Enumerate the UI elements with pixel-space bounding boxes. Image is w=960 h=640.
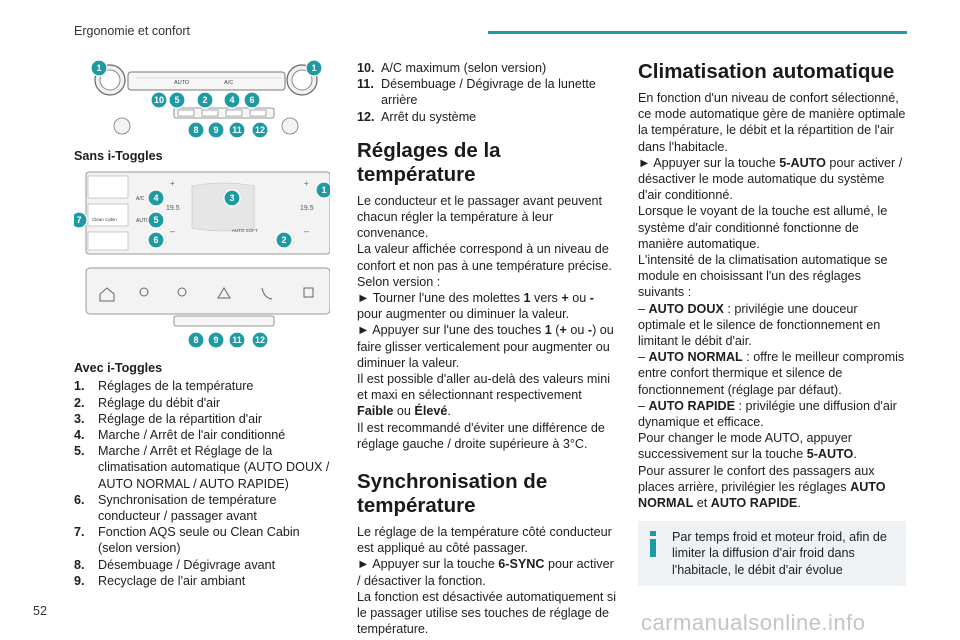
screen-temp-left: 19.5: [166, 205, 180, 212]
info-box: Par temps froid et moteur froid, afin de…: [638, 521, 906, 586]
home-icon: [99, 287, 115, 302]
screen-label-ac: A/C: [136, 196, 145, 202]
toggle-marker-12: 12: [255, 335, 265, 345]
paragraph: La fonction est désactivée automatiqueme…: [357, 589, 617, 637]
heading-synchronisation: Synchronisation de température: [357, 470, 548, 518]
legend-item: 10.A/C maximum (selon version): [357, 61, 547, 75]
toggle-marker-9: 9: [213, 335, 218, 345]
paragraph: La valeur affichée correspond à un nivea…: [357, 242, 612, 273]
screen-marker-2: 2: [281, 235, 286, 245]
phone-icon: [261, 288, 273, 300]
screen-label-auto-soft: AUTO SOFT: [232, 228, 258, 233]
figure-touchscreen: A/C AUTO Clean Cabin 19.5 19.5 AUTO SOFT…: [74, 171, 330, 255]
paragraph: Il est recommandé d'éviter une différenc…: [357, 420, 605, 451]
screen-marker-5: 5: [153, 215, 158, 225]
column-middle: 10.A/C maximum (selon version) 11.Désemb…: [357, 60, 617, 637]
marker-2: 2: [202, 95, 207, 105]
marker-6: 6: [249, 95, 254, 105]
screen-label-clean-cabin: Clean Cabin: [92, 217, 117, 222]
marker-4: 4: [229, 95, 234, 105]
legend-item: 11.Désembuage / Dégivrage de la lunette …: [357, 77, 596, 108]
legend-item: 5.Marche / Arrêt et Réglage de la climat…: [74, 444, 330, 491]
paragraph: ► Tourner l'une des molettes 1 vers + ou…: [357, 291, 594, 322]
legend-list-left: 1.Réglages de la température 2.Réglage d…: [74, 378, 330, 589]
navigation-icon: [217, 287, 231, 299]
heading-temperature: Réglages de la température: [357, 138, 501, 186]
toggle-marker-11: 11: [232, 335, 242, 345]
screen-marker-1: 1: [321, 185, 326, 195]
paragraph: Pour assurer le confort des passagers au…: [638, 463, 886, 511]
marker-10: 10: [154, 95, 164, 105]
legend-item: 7.Fonction AQS seule ou Clean Cabin (sel…: [74, 525, 300, 556]
paragraph: En fonction d'un niveau de confort sélec…: [638, 91, 906, 154]
apps-icon: [303, 287, 314, 298]
paragraph: Selon version :: [357, 274, 441, 289]
svg-text:+: +: [170, 179, 175, 188]
music-icon: [139, 287, 149, 297]
marker-1-right: 1: [311, 63, 316, 73]
caption-avec-itoggles: Avec i-Toggles: [74, 361, 163, 376]
toggle-marker-8: 8: [193, 335, 198, 345]
screen-marker-7: 7: [76, 215, 81, 225]
paragraph: – AUTO DOUX : privilégie une douceur opt…: [638, 301, 881, 349]
screen-marker-3: 3: [229, 193, 234, 203]
screen-marker-6: 6: [153, 235, 158, 245]
paragraph: – AUTO NORMAL : offre le meilleur compro…: [638, 350, 905, 397]
marker-11: 11: [232, 125, 242, 135]
legend-list-middle: 10.A/C maximum (selon version) 11.Désemb…: [357, 60, 617, 125]
header-accent-bar: [488, 31, 907, 34]
header-section-title: Ergonomie et confort: [74, 24, 191, 38]
paragraph: ► Appuyer sur la touche 5-AUTO pour acti…: [638, 155, 903, 203]
panel-label-ac: A/C: [224, 80, 233, 86]
paragraph: Lorsque le voyant de la touche est allum…: [638, 204, 888, 251]
legend-item: 12.Arrêt du système: [357, 109, 477, 124]
legend-item: 3.Réglage de la répartition d'air: [74, 411, 263, 426]
legend-item: 8.Désembuage / Dégivrage avant: [74, 557, 276, 572]
info-icon: [650, 531, 656, 558]
svg-text:+: +: [304, 179, 309, 188]
legend-item: 2.Réglage du débit d'air: [74, 395, 221, 410]
caption-sans-itoggles: Sans i-Toggles: [74, 149, 163, 163]
info-text: Par temps froid et moteur froid, afin de…: [672, 530, 887, 577]
paragraph: L'intensité de la climatisation automati…: [638, 253, 888, 300]
paragraph: ► Appuyer sur la touche 6-SYNC pour acti…: [357, 557, 614, 588]
svg-text:–: –: [304, 226, 309, 236]
watermark: carmanualsonline.info: [641, 610, 866, 635]
svg-text:–: –: [170, 226, 175, 236]
column-right: Climatisation automatique En fonction d'…: [638, 60, 906, 586]
marker-9: 9: [213, 125, 218, 135]
paragraph: Pour changer le mode AUTO, appuyer succe…: [638, 431, 857, 462]
marker-1-left: 1: [96, 63, 101, 73]
figure-control-panel: AUTO A/C 1 1 10 5 2 4 6 8 9 11 1: [74, 60, 330, 140]
marker-5: 5: [174, 95, 179, 105]
paragraph: Il est possible d'aller au-delà des vale…: [357, 372, 611, 419]
screen-temp-right: 19.5: [300, 205, 314, 212]
marker-12: 12: [255, 125, 265, 135]
legend-item: 1.Réglages de la température: [74, 379, 254, 394]
page-number: 52: [33, 604, 47, 618]
marker-8: 8: [193, 125, 198, 135]
column-left: AUTO A/C 1 1 10 5 2 4 6 8 9 11 1: [74, 60, 330, 589]
fan-icon: [177, 287, 187, 297]
panel-label-auto: AUTO: [174, 80, 190, 86]
screen-label-auto: AUTO: [136, 218, 150, 224]
figure-itoggles: 8 9 11 12: [85, 267, 330, 349]
heading-auto-climate: Climatisation automatique: [638, 60, 895, 83]
paragraph: Le réglage de la température côté conduc…: [357, 525, 612, 556]
paragraph: ► Appuyer sur l'une des touches 1 (+ ou …: [357, 323, 614, 370]
legend-item: 4.Marche / Arrêt de l'air conditionné: [74, 428, 286, 443]
screen-marker-4: 4: [153, 193, 158, 203]
legend-item: 6.Synchronisation de température conduct…: [74, 492, 277, 524]
legend-item: 9.Recyclage de l'air ambiant: [74, 573, 246, 588]
paragraph: Le conducteur et le passager avant peuve…: [357, 193, 603, 241]
paragraph: – AUTO RAPIDE : privilégie une diffusion…: [638, 398, 897, 430]
